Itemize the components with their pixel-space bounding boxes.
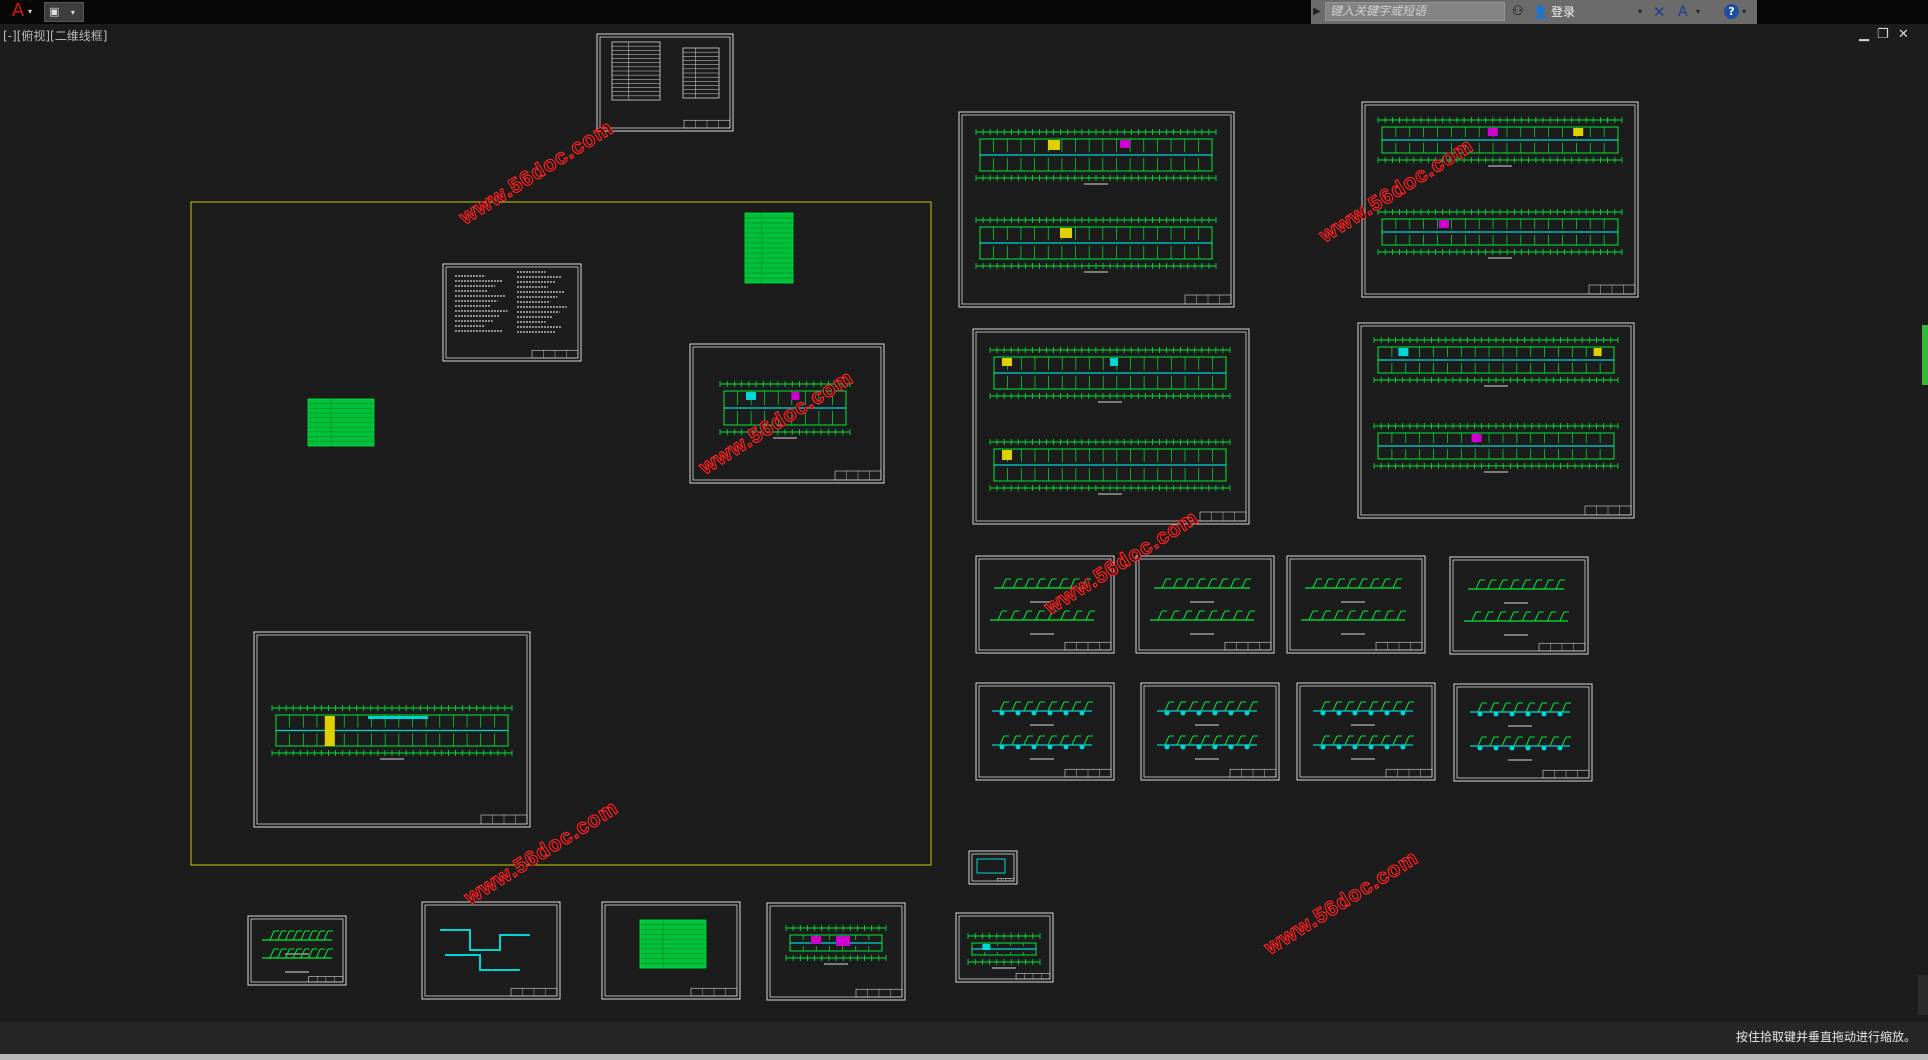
help-icon[interactable]: ? (1724, 4, 1739, 19)
autocad-application-menu-button[interactable]: A (11, 0, 25, 21)
drawing-sheet-5[interactable] (958, 111, 1235, 308)
search-input[interactable]: 键入关键字或短语 (1325, 2, 1505, 21)
watermark-1: www.56doc.com (455, 116, 618, 230)
drawing-sheet-15[interactable] (1296, 682, 1436, 781)
watermark-3: www.56doc.com (1040, 506, 1203, 620)
command-prompt-text: 按住拾取键并垂直拖动进行缩放。 (1735, 1030, 1916, 1044)
scrollbar-thumb[interactable] (1922, 325, 1928, 385)
drawing-sheet-17[interactable] (968, 850, 1018, 885)
drawing-sheet-6[interactable] (1361, 101, 1639, 298)
help-caret-icon[interactable]: ▾ (1742, 7, 1747, 16)
drawing-canvas[interactable]: www.56doc.com www.56doc.com www.56doc.com w… (0, 24, 1917, 1022)
drawing-sheet-19[interactable] (421, 901, 561, 1000)
viewport-controls-label[interactable]: [-][俯视][二维线框] (3, 29, 108, 43)
selection-window (190, 201, 932, 866)
drawing-sheet-12[interactable] (1449, 556, 1589, 655)
watermark-2: www.56doc.com (695, 366, 858, 480)
drawing-sheet-4[interactable] (253, 631, 531, 828)
infocenter-expand-arrow-icon[interactable]: ▶ (1313, 6, 1321, 17)
binoculars-search-icon[interactable]: ⚇ (1512, 4, 1524, 19)
bottom-edge (0, 1054, 1928, 1060)
drawing-sheet-11[interactable] (1286, 555, 1426, 654)
drawing-sheet-20[interactable] (601, 901, 741, 1000)
autodesk-a360-icon[interactable]: A (1678, 4, 1688, 20)
application-menu-caret-icon[interactable]: ▾ (28, 7, 33, 16)
vertical-scrollbar[interactable] (1917, 24, 1928, 1024)
drawing-sheet-21[interactable] (766, 902, 906, 1001)
drawing-sheet-13[interactable] (975, 682, 1115, 781)
exchange-apps-icon[interactable]: ✕ (1653, 3, 1666, 21)
drawing-sheet-18[interactable] (247, 915, 347, 986)
watermark-6: www.56doc.com (460, 796, 623, 910)
status-bar (0, 1022, 1928, 1054)
drawing-sheet-22[interactable] (955, 912, 1054, 983)
a360-caret-icon[interactable]: ▾ (1696, 7, 1701, 16)
viewport-restore-button[interactable]: ❐ (1877, 27, 1889, 42)
sign-in-caret-icon[interactable]: ▾ (1638, 7, 1643, 16)
drawing-sheet-14[interactable] (1140, 682, 1280, 781)
scrollbar-lower-thumb[interactable] (1918, 975, 1928, 1015)
user-icon: 👤 (1533, 5, 1548, 19)
workspace-icon[interactable]: ▣ (49, 5, 60, 18)
drawing-sheet-1[interactable] (596, 33, 734, 132)
drawing-sheet-10[interactable] (1135, 555, 1275, 654)
quick-access-toolbar[interactable]: ▣ ▾ (44, 2, 84, 22)
sign-in-label: 登录 (1550, 5, 1575, 19)
viewport-minimize-button[interactable]: ▁ (1859, 27, 1869, 42)
drawing-sheet-16[interactable] (1453, 683, 1593, 782)
drawing-sheet-2[interactable] (442, 263, 582, 362)
green-legend-table-2[interactable] (307, 398, 375, 447)
drawing-sheet-9[interactable] (975, 555, 1115, 654)
sign-in-button[interactable]: 👤登录 (1533, 3, 1575, 21)
drawing-sheet-7[interactable] (972, 328, 1250, 525)
drawing-sheet-3[interactable] (689, 343, 885, 484)
drawing-sheet-8[interactable] (1357, 322, 1635, 519)
watermark-5: www.56doc.com (1260, 846, 1423, 960)
green-legend-table-1[interactable] (744, 212, 794, 284)
viewport-close-button[interactable]: ✕ (1898, 27, 1909, 42)
quick-access-caret-icon[interactable]: ▾ (70, 8, 75, 17)
